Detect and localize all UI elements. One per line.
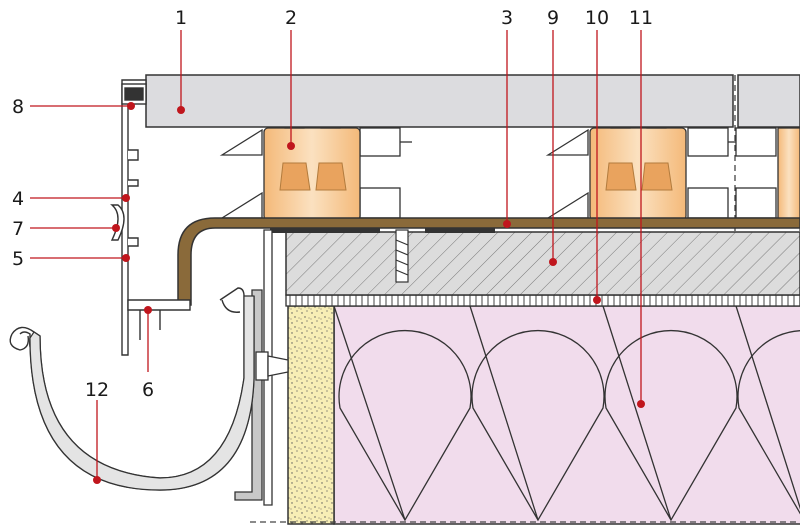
edge-clip-2 (425, 228, 495, 233)
render-column (287, 305, 335, 525)
label-5: 5 (12, 248, 24, 270)
label-10: 10 (585, 7, 609, 29)
gutter-hanger (234, 229, 289, 506)
label-1: 1 (175, 7, 187, 29)
dot-11 (637, 400, 645, 408)
label-7: 7 (12, 218, 24, 240)
dot-1 (177, 106, 185, 114)
dot-7 (112, 224, 120, 232)
dot-4 (122, 194, 130, 202)
label-4: 4 (12, 188, 24, 210)
dot-9 (549, 258, 557, 266)
insulation-layer (333, 305, 800, 525)
label-11: 11 (629, 7, 653, 29)
mounting-rails (219, 127, 777, 219)
label-2: 2 (285, 7, 297, 29)
solar-panels (145, 74, 800, 128)
dot-3 (503, 220, 511, 228)
dot-10 (593, 296, 601, 304)
fascia-profile (110, 79, 191, 356)
label-6: 6 (142, 379, 154, 401)
dot-12 (93, 476, 101, 484)
leader-lines (30, 30, 642, 480)
callout-labels: 1 2 3 9 10 11 8 4 7 5 6 12 (12, 7, 653, 401)
label-8: 8 (12, 96, 24, 118)
dot-5 (122, 254, 130, 262)
edge-flashing (177, 217, 800, 306)
label-3: 3 (501, 7, 513, 29)
screed-layer (285, 231, 800, 296)
edge-clip (270, 228, 380, 233)
gutter-fill (29, 295, 255, 491)
leader-dots (93, 102, 645, 484)
dot-2 (287, 142, 295, 150)
anchor-screw (395, 229, 409, 283)
separation-layer (285, 294, 800, 307)
dot-6 (144, 306, 152, 314)
dot-8 (127, 102, 135, 110)
dashed-reference-lines (250, 75, 800, 523)
label-9: 9 (547, 7, 559, 29)
label-12: 12 (85, 379, 109, 401)
